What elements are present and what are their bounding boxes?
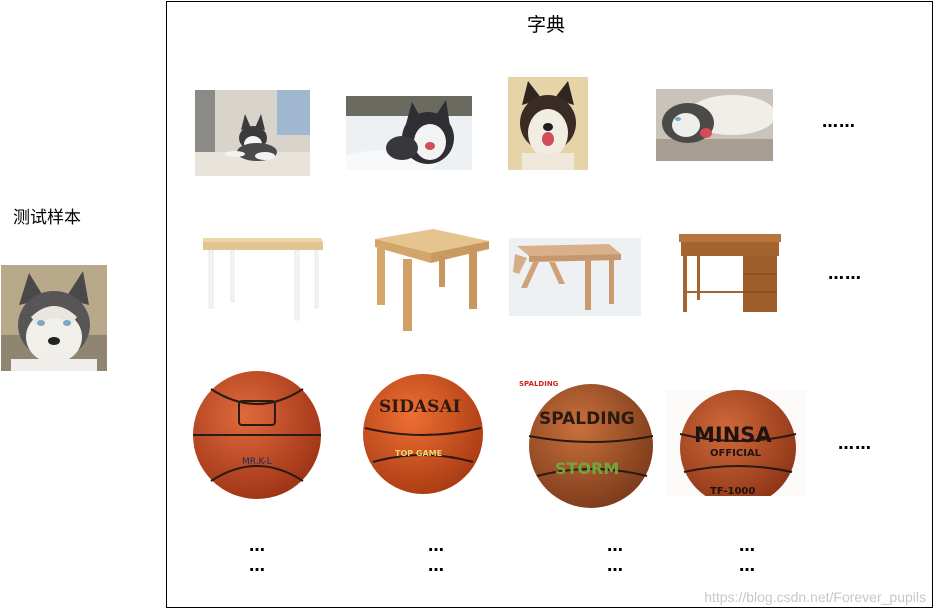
ball-text: TOP GAME [395, 449, 442, 458]
test-sample-label: 测试样本 [13, 208, 81, 228]
watermark: https://blog.csdn.net/Forever_pupils [704, 589, 926, 605]
ball-text: OFFICIAL [710, 448, 762, 459]
table-image-2 [373, 225, 491, 333]
ball-text: STORM [555, 459, 619, 478]
basketball-image-3: SPALDING SPALDING STORM [517, 376, 657, 510]
basketball-image-1: MR.K-L [191, 369, 323, 501]
table-image-1 [201, 236, 325, 322]
more-rows-marker: …… [249, 536, 265, 575]
ball-brand-text: SIDASAI [379, 397, 461, 417]
dictionary-title: 字典 [527, 14, 566, 36]
row-ellipsis: …… [838, 434, 872, 453]
more-rows-marker: …… [428, 536, 444, 575]
more-rows-marker: …… [739, 536, 755, 575]
table-image-4 [677, 232, 783, 314]
row-ellipsis: …… [822, 112, 856, 131]
husky-image-1 [195, 90, 310, 176]
ball-brand-text: SPALDING [539, 409, 635, 429]
ball-text: MR.K-L [242, 457, 272, 467]
table-image-3 [509, 238, 641, 316]
more-rows-marker: …… [607, 536, 623, 575]
spalding-logo-text: SPALDING [519, 380, 559, 388]
ball-text: TF-1000 [710, 486, 755, 496]
husky-image-2 [346, 96, 472, 170]
basketball-image-4: MINSA OFFICIAL TF-1000 [666, 390, 806, 496]
husky-image-3 [508, 77, 588, 170]
basketball-image-2: SIDASAI TOP GAME [361, 372, 485, 496]
husky-image-4 [656, 89, 773, 161]
row-ellipsis: …… [828, 264, 862, 283]
ball-brand-text: MINSA [694, 423, 772, 447]
dictionary-frame [166, 1, 933, 608]
test-sample-husky-image [1, 265, 107, 371]
